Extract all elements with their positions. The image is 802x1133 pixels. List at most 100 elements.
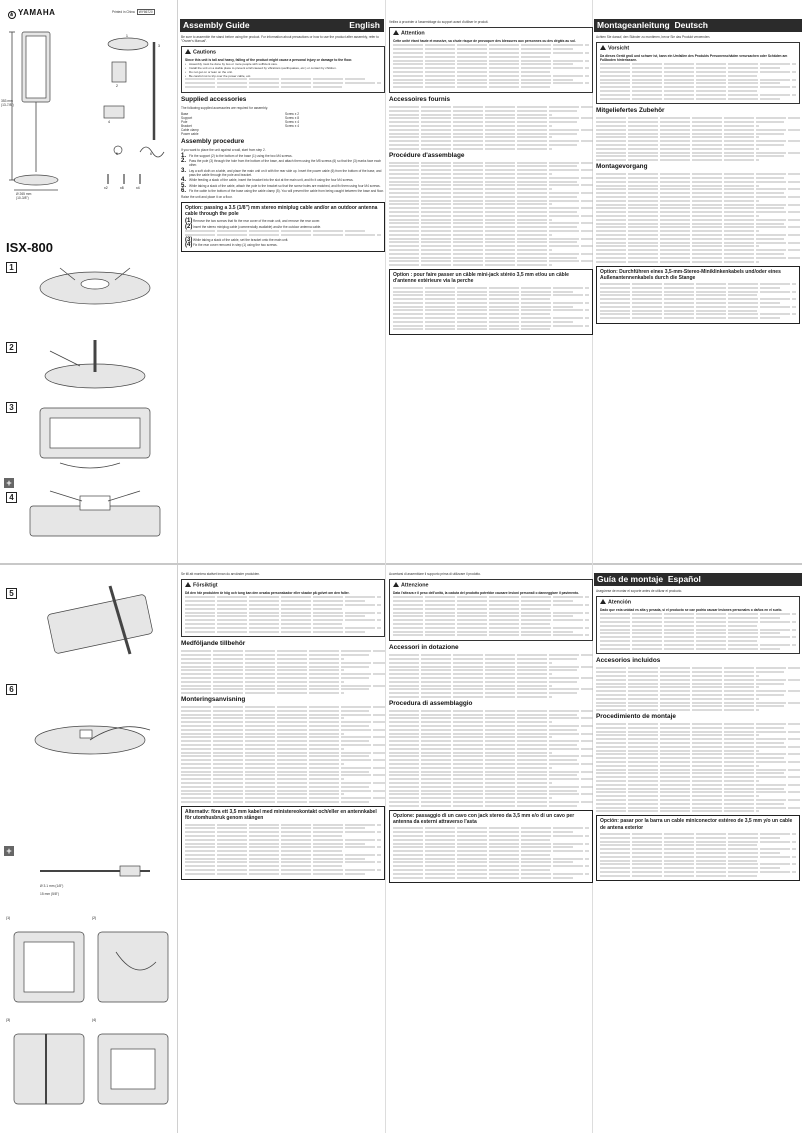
warning-triangle-icon [393,582,399,587]
text-line [185,82,381,85]
italian-attention-box: Attenzione Data l'altezza e il peso dell… [389,579,593,642]
english-procedure-heading: Assembly procedure [181,137,245,145]
height-dimension: 353 mm (13-7/8") [1,99,14,107]
german-column: Achten Sie darauf, den Ständer zu montie… [596,35,800,560]
warning-triangle-icon [185,49,191,54]
french-procedure-heading: Procédure d'assemblage [389,151,465,159]
step-3-marker: 3 [6,402,17,413]
option-plus-marker: + [4,478,14,488]
qty-x4: x4 [136,186,140,190]
column-divider-1 [385,0,386,1133]
english-option-title: Option: passing a 3.5 (1/8") mm stereo m… [185,204,378,217]
spanish-caution-box: Atención Dado que esta unidad es alta y … [596,596,800,655]
option-illustration-1-2 [13,931,169,1003]
caution-item: Do not get on or lean on the unit. [185,70,381,75]
english-step-5: 5.While taking a slack of the cable, att… [181,182,381,189]
substep-2: (2) [92,916,97,920]
english-step-3: 3.Lay a soft cloth on a table, and place… [181,167,382,177]
german-caution-box: Vorsicht Da dieses Gerät groß und schwer… [596,42,800,105]
parts-overview-illustration [9,31,165,191]
spanish-column: Asegúrese de montar el soporte antes de … [596,589,800,1129]
english-supplied-heading: Supplied accessories [181,95,247,103]
english-intro: Be sure to assemble the stand before usi… [181,35,379,43]
part-label-cable-clamp: 5 [116,152,118,156]
yamaha-logo: ⋔YAMAHA [8,8,55,19]
swedish-caution-box: Försiktigt Då den här produkten är hög o… [181,579,385,638]
english-procedure-intro: If you want to place the unit against a … [181,147,266,152]
english-raise-text: Raise the unit and place it on a floor. [181,194,233,199]
column-divider-2 [592,0,593,1133]
option-plus-marker-2: + [4,846,14,856]
english-caution-box: Cautions Since this unit is tall and hea… [181,46,385,93]
brand-name: YAMAHA [18,8,56,17]
german-header-bar: Montageanleitung Deutsch [594,19,802,32]
text-line [185,234,381,237]
step-4-marker: 4 [6,492,17,503]
swedish-column: Se till att montera stativet innan du an… [181,572,385,1130]
step-4-illustration [29,490,161,537]
french-accessories-heading: Accessoires fournis [389,95,451,103]
step-2-illustration [44,340,146,389]
step-5-illustration [47,585,153,655]
cable-diameter-label: Ø 3.1 mm (1/8") [40,884,64,888]
spanish-option-box: Opción: pasar por la barra un cable mini… [596,815,800,882]
tuning-fork-icon: ⋔ [8,11,16,19]
warning-triangle-icon [600,599,606,604]
italian-option-box: Opzione: passaggio di un cavo con jack s… [389,809,593,884]
part-label-support: 2 [116,84,118,88]
caution-item: Install the unit on a stable place to pr… [185,66,381,71]
substep-1: (1) [6,916,11,920]
english-column: Be sure to assemble the stand before usi… [181,35,385,560]
english-step-1: 1.Fix the support (2) to the bottom of t… [181,152,293,159]
text-line [185,85,342,88]
part-label-pole: 3 [158,44,160,48]
part-label-power-cable: 6 [150,152,152,156]
caution-item: Assembly must be done by two or more peo… [185,63,381,67]
english-step-6: 6.Fix the cable to the bottom of the bas… [181,188,384,195]
print-code: WY86720 [136,9,155,15]
english-lang-label: English [349,20,380,30]
step-6-illustration [34,725,151,755]
english-option-box: Option: passing a 3.5 (1/8") mm stereo m… [181,201,385,252]
warning-triangle-icon [393,30,399,35]
caution-item: Be careful not to trip over the power ca… [185,74,381,79]
french-intro: Veillez à procéder à l'assemblage du sup… [389,20,489,24]
step-6-marker: 6 [6,684,17,695]
english-title: Assembly Guide [183,20,250,30]
part-label-base: 1 [126,34,128,38]
substep-4: (4) [92,1018,97,1022]
qty-x8: x8 [120,186,124,190]
french-column: Veillez à procéder à l'assemblage du sup… [389,20,593,560]
step-2-marker: 2 [6,342,17,353]
text-line [185,230,366,233]
spanish-header-bar: Guía de montaje Español [594,573,802,586]
step-5-marker: 5 [6,588,17,599]
german-option-box: Option: Durchführen eines 3,5-mm-Stereo-… [596,265,800,324]
english-header-bar: Assembly Guide English [180,19,384,32]
english-supplied-intro: The following supplied accessories are r… [181,105,268,110]
warning-triangle-icon [185,582,191,587]
english-step-2: 2.Pass the pole (3) through the hole fro… [181,158,382,168]
italian-column: Accertarsi di assemblare il supporto pri… [389,572,593,1130]
page-fold-line [0,563,802,565]
substep-3: (3) [6,1018,11,1022]
text-line [185,78,366,81]
option-illustration-3-4 [13,1033,169,1105]
english-step-4: 4.While feeding a slack of the cable, in… [181,177,354,184]
french-attention-box: Attention Cette unité étant haute et mas… [389,27,593,93]
swedish-option-box: Alternativ: föra ett 3,5 mm kabel med mi… [181,806,385,880]
diameter-dimension: Ø 265 mm (10-3/8") [16,192,32,200]
step-1-illustration [39,267,151,305]
cable-dimension-illustration [40,865,150,877]
qty-x2: x2 [104,186,108,190]
warning-triangle-icon [600,45,606,50]
step-1-marker: 1 [6,262,17,273]
french-option-box: Option : pour faire passer un câble mini… [389,269,593,336]
step-3-illustration [39,407,151,469]
english-caution-lead: Since this unit is tall and heavy, falli… [185,58,353,63]
cable-length-label: 15 mm (5/8") [40,892,59,896]
